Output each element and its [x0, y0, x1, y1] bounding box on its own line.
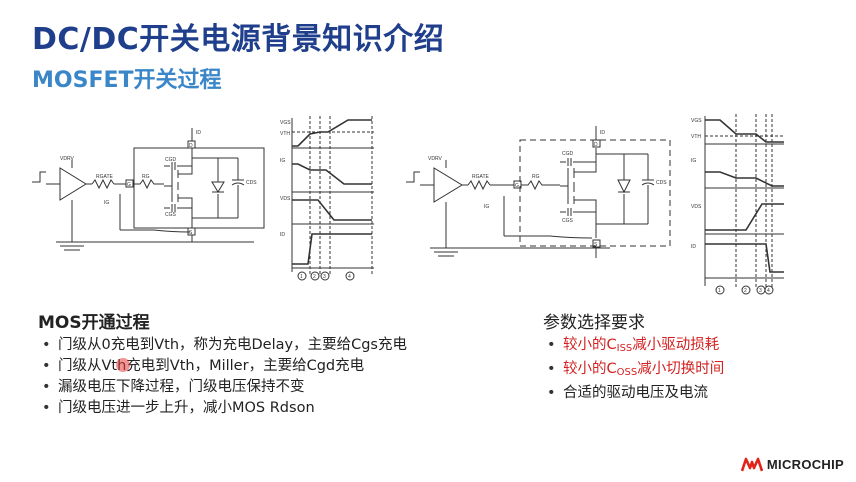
page-title: DC/DC开关电源背景知识介绍: [32, 22, 445, 57]
req1-sub: ISS: [616, 343, 633, 354]
pointer-cursor: [116, 358, 130, 372]
requirement-item-2: 较小的COSS减小切换时间: [543, 359, 823, 383]
label-s-2: S: [594, 242, 598, 248]
label-rg: RG: [142, 174, 150, 180]
label-g-2: G: [515, 183, 519, 189]
wave-label-vgs: VGS: [280, 120, 291, 126]
phase-2-2: 2: [744, 288, 747, 294]
label-cgd: CGD: [165, 157, 177, 163]
phase-2: 2: [313, 274, 316, 280]
label-rg-2: RG: [532, 174, 540, 180]
wave-label-vds-2: VDS: [691, 204, 702, 210]
label-cds-2: CDS: [656, 180, 667, 186]
microchip-logo-icon: [740, 457, 763, 472]
wave-label-vgs-2: VGS: [691, 118, 702, 124]
turn-on-item-1: 门级从0充电到Vth，称为充电Delay，主要给Cgs充电: [38, 335, 508, 356]
phase-1: 1: [300, 274, 303, 280]
label-cds: CDS: [246, 180, 257, 186]
req1-pre: 较小的C: [563, 337, 617, 353]
phase-4-2: 4: [767, 288, 770, 294]
label-s: S: [189, 230, 193, 236]
requirement-item-1: 较小的CISS减小驱动损耗: [543, 335, 823, 359]
microchip-logo: MICROCHIP: [740, 456, 844, 472]
turn-off-diagram: VDRV RGATE RG IG ID CGD CGS CDS D G S VG…: [406, 114, 784, 295]
turn-on-heading: MOS开通过程: [38, 313, 150, 333]
turn-on-list: 门级从0充电到Vth，称为充电Delay，主要给Cgs充电 门级从Vth充电到V…: [38, 335, 508, 419]
mosfet-package: [133, 147, 265, 229]
wave-label-vds: VDS: [280, 196, 291, 202]
label-ig-2: IG: [484, 204, 489, 210]
wave-label-ig-2: IG: [691, 158, 696, 164]
label-d-2: D: [594, 142, 598, 148]
req2-sub: OSS: [616, 367, 638, 378]
label-cgs: CGS: [165, 212, 177, 218]
label-rgate-2: RGATE: [472, 174, 490, 180]
label-vdrv: VDRV: [60, 156, 74, 162]
turn-on-section: MOS开通过程 门级从0充电到Vth，称为充电Delay，主要给Cgs充电 门级…: [38, 308, 508, 419]
rgate-resistor: [91, 178, 115, 190]
logo-text: MICROCHIP: [766, 456, 844, 472]
rgate-resistor-2: [467, 179, 491, 191]
label-id: ID: [196, 130, 201, 136]
label-g: G: [127, 182, 131, 188]
requirement-item-3: 合适的驱动电压及电流: [543, 383, 823, 404]
phase-3-2: 3: [759, 288, 762, 294]
label-d: D: [189, 143, 193, 149]
req1-post: 减小驱动损耗: [632, 337, 720, 353]
turn-on-diagram: VDRV RGATE RG IG ID CGD CGS CDS D G S VG…: [32, 116, 374, 281]
label-rgate: RGATE: [96, 174, 114, 180]
requirements-section: 参数选择要求 较小的CISS减小驱动损耗 较小的COSS减小切换时间 合适的驱动…: [543, 308, 823, 404]
wave-label-vth: VTH: [280, 131, 290, 137]
requirements-heading: 参数选择要求: [543, 313, 645, 333]
label-vdrv-2: VDRV: [428, 156, 442, 162]
wave-label-vth-2: VTH: [691, 134, 701, 140]
turn-on-item-4: 门级电压进一步上升，减小MOS Rdson: [38, 398, 508, 419]
wave-label-ig: IG: [280, 158, 285, 164]
label-ig: IG: [104, 200, 109, 206]
turn-on-item-2: 门级从Vth充电到Vth，Miller，主要给Cgd充电: [38, 356, 508, 377]
req2-pre: 较小的C: [563, 361, 617, 377]
driver-amplifier-2: [433, 167, 463, 203]
turn-on-item-3: 漏级电压下降过程，门级电压保持不变: [38, 377, 508, 398]
phase-4: 4: [348, 274, 351, 280]
wave-label-id: ID: [280, 232, 285, 238]
req2-post: 减小切换时间: [637, 361, 725, 377]
page-subtitle: MOSFET开关过程: [32, 68, 222, 93]
label-cgd-2: CGD: [562, 151, 574, 157]
label-id-2: ID: [600, 130, 605, 136]
driver-amplifier: [59, 167, 87, 201]
label-cgs-2: CGS: [562, 218, 574, 224]
wave-label-id-2: ID: [691, 244, 696, 250]
phase-3: 3: [323, 274, 326, 280]
phase-1-2: 1: [718, 288, 721, 294]
requirements-list: 较小的CISS减小驱动损耗 较小的COSS减小切换时间 合适的驱动电压及电流: [543, 335, 823, 404]
